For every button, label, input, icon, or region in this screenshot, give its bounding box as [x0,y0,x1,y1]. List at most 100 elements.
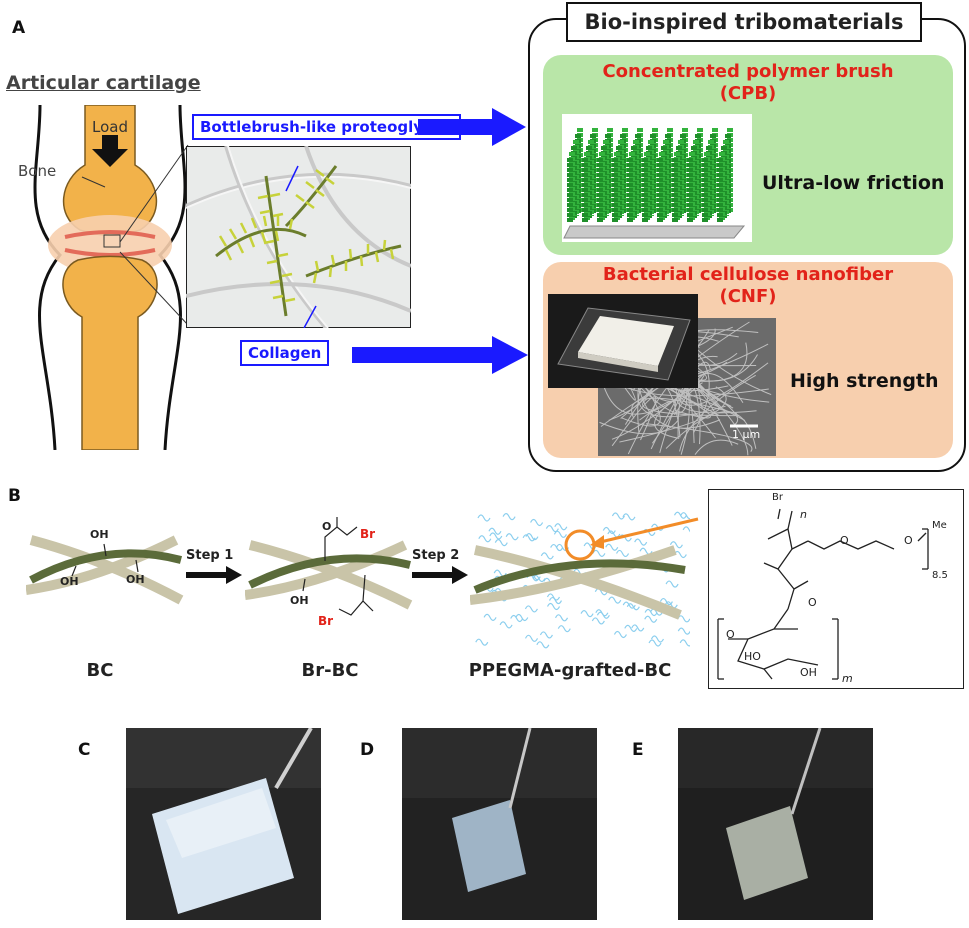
panel-letter-a: A [12,18,26,38]
polymer-graft [524,634,539,642]
chem-ho: HO [744,650,761,663]
polymer-brush-image [562,114,752,242]
oh-label-2: OH [60,575,79,588]
polymer-graft [478,535,492,543]
chem-oh: OH [800,666,817,679]
polymer-graft [515,613,529,622]
polymer-graft [644,615,658,623]
step2-label: Step 2 [412,548,460,563]
cnf-title-line1: Bacterial cellulose nanofiber [602,264,894,285]
polymer-graft [483,613,497,621]
cartilage-title: Articular cartilage [6,72,201,94]
bottlebrush-label: Bottlebrush-like proteoglycan [192,114,461,140]
polymer-graft [680,512,690,520]
polymer-graft [595,609,609,617]
knee-joint-illustration [33,105,187,450]
polymer-graft [591,617,605,625]
collagen-label: Collagen [240,340,330,366]
polymer-graft [669,541,683,549]
photo-c [126,728,321,920]
chem-n: n [800,508,807,521]
cpb-property: Ultra-low friction [762,172,945,194]
chem-m: m [842,672,853,685]
label-bc: BC [86,660,114,681]
polymer-graft [650,635,665,643]
ppegma-structure [717,508,929,680]
oh-label-3: OH [126,573,145,586]
bc-membrane-photo [548,294,698,388]
polymer-graft [631,624,645,632]
polymer-graft [546,602,561,611]
polymer-graft [649,608,663,616]
cpb-title: Concentrated polymer brush (CPB) [543,61,953,105]
polymer-graft [677,627,690,635]
polymer-graft [545,525,559,533]
cpb-title-line1: Concentrated polymer brush [602,61,894,82]
polymer-graft [634,538,648,546]
chem-me: Me [932,520,947,531]
polymer-graft [536,641,550,649]
chem-8-5: 8.5 [932,570,948,581]
polymer-graft [489,532,503,540]
polymer-graft [677,615,690,623]
polymer-graft [557,625,571,633]
polymer-graft [510,614,524,623]
polymer-graft [608,596,622,604]
chem-o-1: O [840,534,849,547]
panel-letter-b: B [8,486,21,506]
polymer-graft [499,621,513,629]
label-br-bc: Br-BC [301,660,359,681]
polymer-graft [554,614,569,622]
polymer-graft [580,610,594,618]
step2-arrow [412,566,468,584]
polymer-graft [665,580,679,588]
arrow-to-cnf [352,336,528,374]
chem-o-4: O [726,628,735,641]
cnf-title: Bacterial cellulose nanofiber (CNF) [543,264,953,308]
load-label: Load [92,118,128,136]
polymer-graft [546,593,560,601]
br-bc-fibers [245,517,413,616]
polymer-graft [622,513,636,521]
arrow-to-cpb [418,108,526,146]
chem-structure-box [708,489,964,689]
polymer-graft [673,550,687,559]
polymer-graft [611,512,625,520]
tribomaterials-title: Bio-inspired tribomaterials [566,2,922,42]
label-ppegma-grafted-bc: PPEGMA-grafted-BC [468,660,672,681]
zoom-connector [119,144,189,326]
polymer-graft [659,597,673,606]
polymer-graft [618,534,632,542]
photo-d [402,728,597,920]
polymer-graft [488,527,502,535]
polymer-graft [592,549,606,557]
polymer-graft [554,523,568,531]
nanofiber [642,398,739,417]
polymer-graft [648,639,662,647]
panel-letter-c: C [78,740,91,760]
cnf-title-line2: (CNF) [719,286,777,307]
nanofiber [676,389,757,414]
br-o-label-1: O [322,520,332,533]
zoom-arrow [590,517,699,549]
polymer-graft [605,543,619,551]
polymer-graft [540,552,554,560]
panel-letter-e: E [632,740,644,760]
nanofiber [687,378,738,427]
polymer-graft [548,596,563,605]
polymer-graft [553,530,567,538]
polymer-graft [539,631,553,639]
chem-o-2: O [904,534,913,547]
cnf-property: High strength [790,370,939,392]
oh-label-1: OH [90,528,109,541]
nanofiber [631,397,737,419]
nanofiber [665,411,757,449]
polymer-graft [505,533,519,541]
polymer-graft [624,624,638,632]
bc-fibers [26,535,184,605]
photo-e [678,728,873,920]
polymer-graft [550,543,564,552]
nanofiber [679,374,756,452]
polymer-graft [644,608,658,617]
chem-o-3: O [808,596,817,609]
